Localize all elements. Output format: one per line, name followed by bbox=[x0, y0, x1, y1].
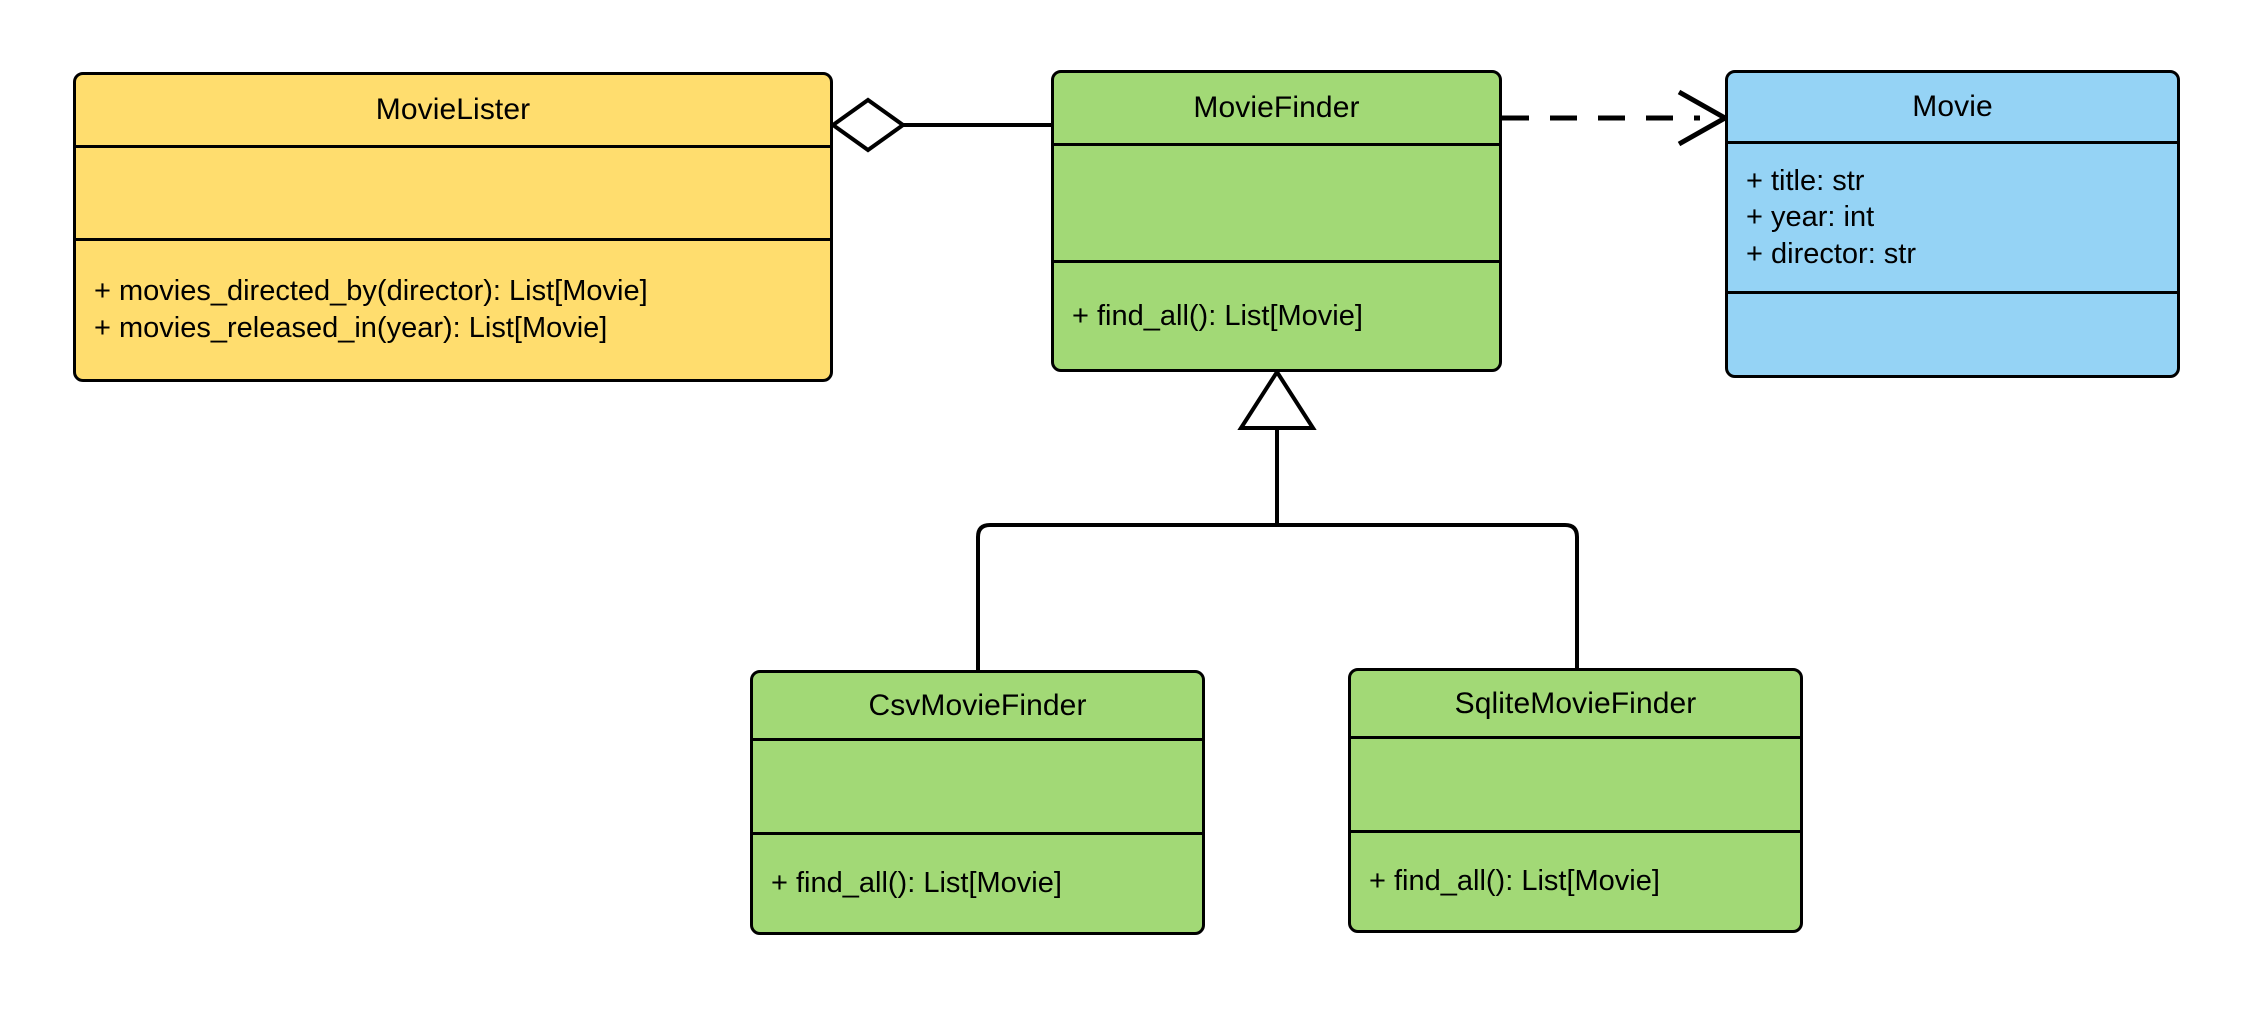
method-item: + movies_directed_by(director): List[Mov… bbox=[94, 275, 648, 308]
methods-compartment-movie-finder: + find_all(): List[Movie] bbox=[1054, 260, 1499, 369]
hollow-diamond-icon bbox=[829, 97, 907, 153]
generalization-edge-tree bbox=[976, 368, 1579, 670]
method-item: + find_all(): List[Movie] bbox=[771, 867, 1062, 900]
aggregation-edge-movielister-moviefinder bbox=[829, 97, 1051, 153]
attributes-compartment-movie-finder bbox=[1054, 143, 1499, 260]
class-name-sqlite-movie-finder: SqliteMovieFinder bbox=[1454, 686, 1697, 720]
open-arrow-icon bbox=[1677, 89, 1731, 147]
class-name-movie: Movie bbox=[1912, 90, 1993, 123]
class-name-movie-lister: MovieLister bbox=[375, 93, 531, 126]
attributes-compartment-movie: + title: str + year: int + director: str bbox=[1728, 141, 2177, 291]
class-box-csv-movie-finder[interactable]: CsvMovieFinder + find_all(): List[Movie] bbox=[750, 670, 1205, 935]
attribute-item: + director: str bbox=[1746, 237, 1917, 270]
attributes-compartment-csv-movie-finder bbox=[753, 738, 1202, 832]
attributes-compartment-sqlite-movie-finder bbox=[1351, 736, 1800, 830]
hollow-triangle-icon bbox=[1237, 368, 1317, 430]
method-item: + find_all(): List[Movie] bbox=[1369, 865, 1660, 898]
methods-compartment-movie bbox=[1728, 291, 2177, 375]
attribute-item: + title: str bbox=[1746, 164, 1865, 197]
methods-compartment-sqlite-movie-finder: + find_all(): List[Movie] bbox=[1351, 830, 1800, 930]
class-name-movie-finder: MovieFinder bbox=[1193, 91, 1360, 124]
method-item: + find_all(): List[Movie] bbox=[1072, 299, 1363, 332]
methods-compartment-movie-lister: + movies_directed_by(director): List[Mov… bbox=[76, 238, 830, 379]
class-box-movie-finder[interactable]: MovieFinder + find_all(): List[Movie] bbox=[1051, 70, 1502, 372]
class-box-movie-lister[interactable]: MovieLister + movies_directed_by(directo… bbox=[73, 72, 833, 382]
class-box-movie[interactable]: Movie + title: str + year: int + directo… bbox=[1725, 70, 2180, 378]
method-item: + movies_released_in(year): List[Movie] bbox=[94, 312, 608, 344]
class-box-sqlite-movie-finder[interactable]: SqliteMovieFinder + find_all(): List[Mov… bbox=[1348, 668, 1803, 933]
dependency-edge-moviefinder-movie bbox=[1502, 89, 1731, 147]
attribute-item: + year: int bbox=[1746, 201, 1875, 234]
generalization-branch bbox=[976, 523, 1579, 670]
methods-compartment-csv-movie-finder: + find_all(): List[Movie] bbox=[753, 832, 1202, 932]
class-name-csv-movie-finder: CsvMovieFinder bbox=[868, 688, 1087, 722]
attributes-compartment-movie-lister bbox=[76, 145, 830, 238]
